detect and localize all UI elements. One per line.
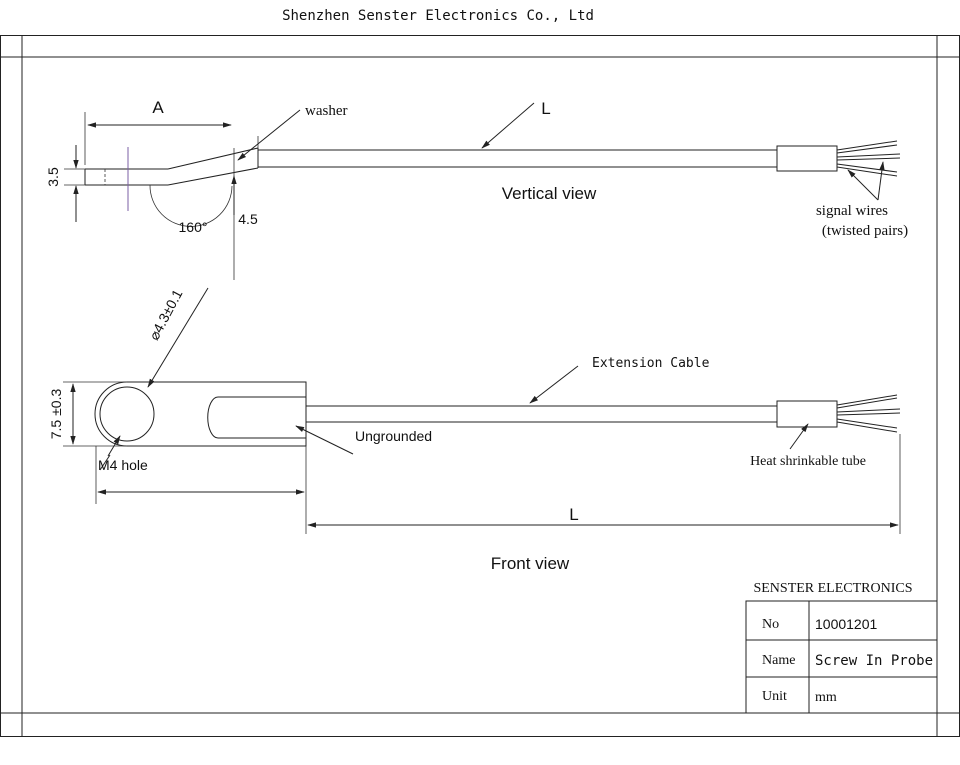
signal-wires-vertical — [836, 140, 901, 177]
title-block: SENSTER ELECTRONICS No 10001201 Name Scr… — [745, 581, 938, 714]
row-unit-label: Unit — [762, 689, 787, 704]
washer-label: washer — [305, 103, 347, 119]
mounting-hole — [99, 386, 155, 442]
company-header: Shenzhen Senster Electronics Co., Ltd — [282, 8, 594, 24]
front-view: ⌀4.3±0.1 7.5 ±0.3 M4 hole Ungrounded Ext… — [48, 286, 901, 573]
cable-front — [306, 405, 777, 423]
dimension-offset-label: 4.5 — [238, 211, 258, 227]
title-block-company: SENSTER ELECTRONICS — [753, 581, 912, 596]
m4-hole-label: M4 hole — [98, 457, 148, 473]
signal-wires-front — [836, 394, 901, 433]
heat-shrink-label: Heat shrinkable tube — [750, 454, 866, 469]
dimension-a-label: A — [152, 98, 164, 117]
angle-label: 160° — [179, 219, 208, 235]
ungrounded-label: Ungrounded — [355, 428, 432, 444]
front-view-title: Front view — [491, 554, 570, 573]
width-dimension-label: 7.5 ±0.3 — [48, 389, 64, 440]
signal-wires-label-1: signal wires — [816, 203, 888, 219]
signal-wires-label-2: (twisted pairs) — [822, 223, 908, 239]
vertical-view: A 3.5 160° 4.5 washer L Vertical view si… — [45, 98, 908, 280]
vertical-view-title: Vertical view — [502, 184, 597, 203]
lug-slot — [207, 396, 306, 439]
lug-side-profile — [84, 147, 259, 227]
row-name-value: Screw In Probe — [815, 653, 933, 669]
cable-vertical — [258, 149, 777, 168]
heat-shrink-tube-vertical — [776, 145, 838, 172]
lug-front-outline — [94, 381, 307, 447]
row-unit-value: mm — [815, 690, 837, 705]
length-label-vertical: L — [541, 99, 550, 118]
heat-shrink-tube-front — [776, 400, 838, 428]
extension-cable-label: Extension Cable — [592, 356, 710, 371]
dimension-thickness-label: 3.5 — [45, 167, 61, 187]
row-no-label: No — [762, 617, 779, 632]
row-name-label: Name — [762, 653, 795, 668]
row-no-value: 10001201 — [815, 616, 878, 632]
length-label-front: L — [569, 505, 578, 524]
